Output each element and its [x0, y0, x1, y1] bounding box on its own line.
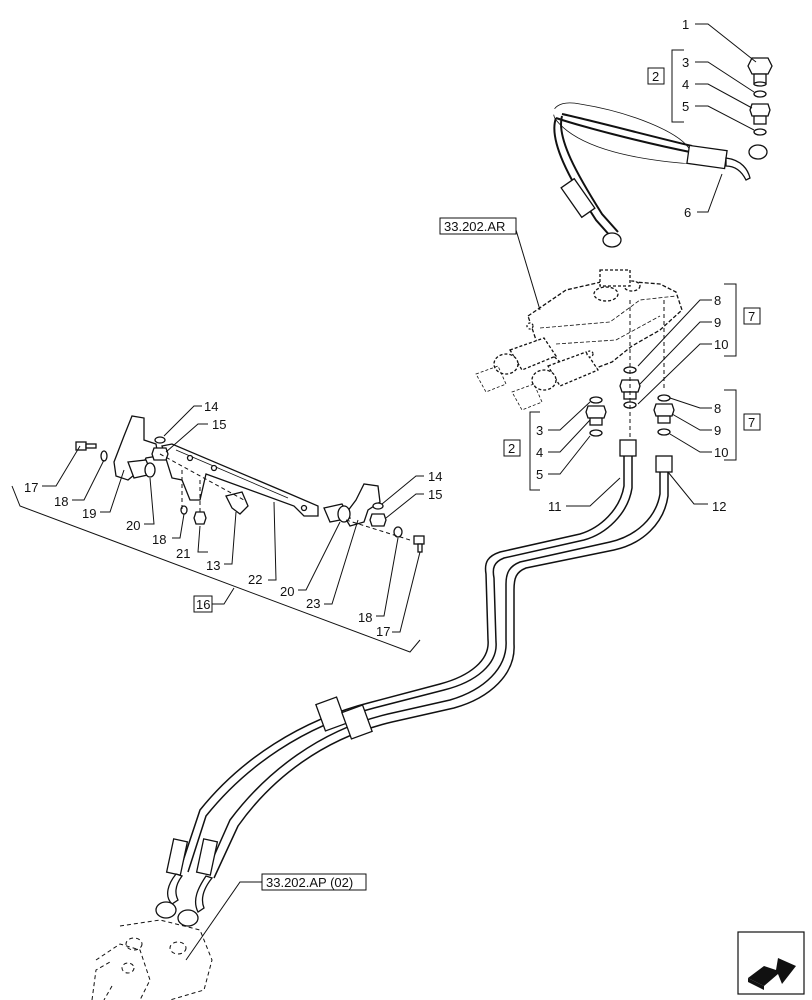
callout-14a: 14: [204, 399, 218, 414]
rubber-mount-20a: [127, 459, 156, 479]
clip-13: [225, 491, 249, 515]
callout-17b: 17: [376, 624, 390, 639]
callout-10b: 10: [714, 445, 728, 460]
bracket-assembly: [75, 415, 425, 553]
boxed-16: 16: [196, 597, 210, 612]
callout-4a: 4: [682, 77, 689, 92]
callout-5a: 5: [682, 99, 689, 114]
callout-11: 11: [548, 499, 562, 514]
boxed-2a: 2: [652, 69, 659, 84]
pump-block: [91, 919, 213, 1000]
callout-22: 22: [248, 572, 262, 587]
callout-4b: 4: [536, 445, 543, 460]
box-2a: [647, 67, 665, 85]
nut-21: [193, 511, 207, 525]
callout-20a: 20: [126, 518, 140, 533]
callout-17a: 17: [24, 480, 38, 495]
callout-12: 12: [712, 499, 726, 514]
bolt-17a: [75, 441, 97, 451]
callout-19: 19: [82, 506, 96, 521]
callout-8b: 8: [714, 401, 721, 416]
callout-6: 6: [684, 205, 691, 220]
callout-1: 1: [682, 17, 689, 32]
callout-5b: 5: [536, 467, 543, 482]
boxed-2b: 2: [508, 441, 515, 456]
fitting-4b: [585, 405, 607, 426]
washer-18c: [393, 526, 403, 538]
fitting-4: [749, 103, 771, 125]
valve-reference[interactable]: 33.202.AR: [444, 219, 505, 234]
bolt-17b: [413, 535, 425, 553]
callout-18b: 18: [152, 532, 166, 547]
callout-18a: 18: [54, 494, 68, 509]
callout-13: 13: [206, 558, 220, 573]
callout-3a: 3: [682, 55, 689, 70]
callout-20b: 20: [280, 584, 294, 599]
callout-15a: 15: [212, 417, 226, 432]
o-ring-5a: [753, 128, 767, 136]
washer-14b: [372, 502, 384, 510]
fitting-9a: [619, 379, 641, 400]
callout-18c: 18: [358, 610, 372, 625]
callout-14b: 14: [428, 469, 442, 484]
o-ring-10b: [657, 428, 671, 436]
o-ring-3a: [753, 90, 767, 98]
callout-21: 21: [176, 546, 190, 561]
boxed-7a: 7: [748, 309, 755, 324]
callout-10a: 10: [714, 337, 728, 352]
callout-8a: 8: [714, 293, 721, 308]
callout-9a: 9: [714, 315, 721, 330]
callout-9b: 9: [714, 423, 721, 438]
o-ring-8b: [657, 394, 671, 402]
callout-3b: 3: [536, 423, 543, 438]
callout-23: 23: [306, 596, 320, 611]
washer-18a: [100, 450, 108, 462]
pipes-11-12: [155, 439, 673, 927]
washer-14a: [154, 436, 166, 444]
control-valve: [475, 269, 683, 411]
rubber-mount-20b: [323, 503, 352, 523]
box-7b: [743, 413, 761, 431]
ref-box-valve: [439, 217, 517, 235]
fitting-1: [747, 57, 773, 87]
callout-15b: 15: [428, 487, 442, 502]
pump-reference[interactable]: 33.202.AP (02): [266, 875, 353, 890]
o-ring-5b: [589, 429, 603, 437]
o-ring-3b: [589, 396, 603, 404]
box-7a: [743, 307, 761, 325]
boxed-7b: 7: [748, 415, 755, 430]
nut-15b: [369, 513, 387, 527]
hose-6: [544, 102, 768, 248]
navigation-arrow-icon[interactable]: [737, 931, 805, 995]
fitting-9b: [653, 403, 675, 424]
box-2b: [503, 439, 521, 457]
